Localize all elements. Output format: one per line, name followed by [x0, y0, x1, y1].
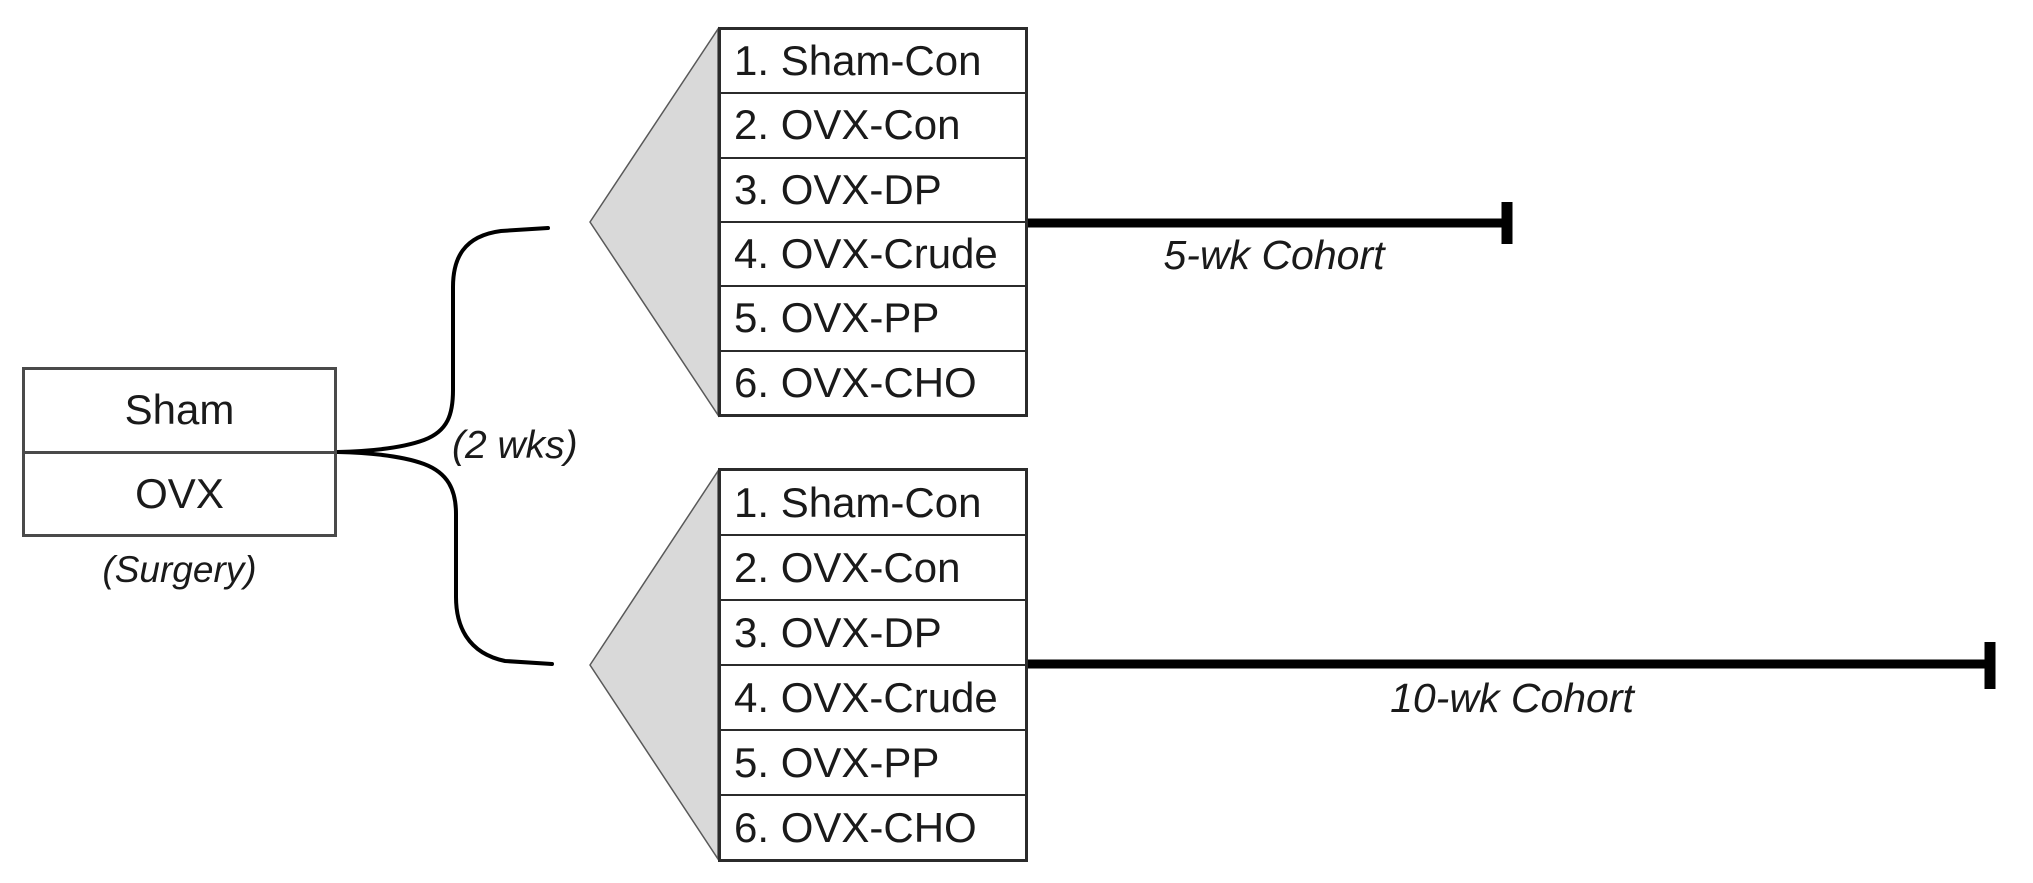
- surgery-box: Sham OVX: [22, 367, 337, 537]
- cohort-label-10wk: 10-wk Cohort: [1390, 675, 1634, 721]
- group-row: 4. OVX-Crude: [721, 666, 1025, 731]
- cohort-label-5wk: 5-wk Cohort: [1163, 232, 1385, 278]
- group-row: 5. OVX-PP: [721, 287, 1025, 352]
- fan-triangle-5wk: [589, 26, 719, 418]
- interval-label: (2 wks): [452, 424, 578, 467]
- group-row: 1. Sham-Con: [721, 30, 1025, 95]
- group-row: 2. OVX-Con: [721, 94, 1025, 159]
- surgery-caption: (Surgery): [102, 549, 257, 590]
- group-row: 6. OVX-CHO: [734, 358, 977, 406]
- group-row: 6. OVX-CHO: [734, 803, 977, 851]
- group-row: 3. OVX-DP: [721, 159, 1025, 223]
- surgery-option-ovx: OVX: [135, 469, 224, 517]
- fan-triangle-10wk: [589, 468, 719, 862]
- branch-curve-upper: [336, 226, 550, 454]
- group-row: 4. OVX-Crude: [721, 223, 1025, 288]
- group-row: 3. OVX-DP: [721, 601, 1025, 666]
- group-list-10wk: 1. Sham-Con 2. OVX-Con 3. OVX-DP 4. OVX-…: [718, 468, 1028, 862]
- group-row: 1. Sham-Con: [721, 471, 1025, 536]
- group-row: 5. OVX-PP: [721, 731, 1025, 796]
- surgery-option-sham: Sham: [25, 370, 334, 454]
- group-row: 2. OVX-Con: [721, 536, 1025, 601]
- branch-curve-lower: [336, 450, 554, 666]
- group-list-5wk: 1. Sham-Con 2. OVX-Con 3. OVX-DP 4. OVX-…: [718, 27, 1028, 417]
